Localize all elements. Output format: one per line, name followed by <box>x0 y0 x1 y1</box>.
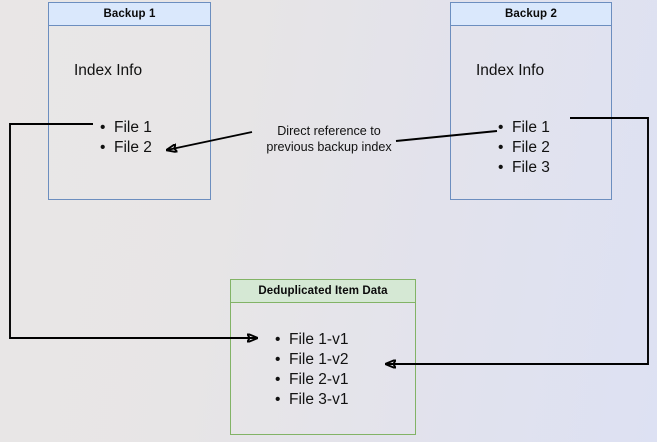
list-item: File 1 <box>100 118 152 138</box>
list-item: File 1 <box>498 118 550 138</box>
list-item: File 2 <box>100 138 152 158</box>
node-backup-1-header: Backup 1 <box>49 3 210 26</box>
backup-1-file-list: File 1 File 2 <box>100 118 152 158</box>
node-backup-2: Backup 2 Index Info File 1 File 2 File 3 <box>450 2 612 200</box>
list-item: File 2 <box>498 138 550 158</box>
node-backup-2-header: Backup 2 <box>451 3 611 26</box>
node-dedup-body: File 1-v1 File 1-v2 File 2-v1 File 3-v1 <box>231 303 415 434</box>
list-item: File 2-v1 <box>275 370 348 390</box>
annotation-direct-reference: Direct reference to previous backup inde… <box>248 124 410 155</box>
backup-2-index-info-label: Index Info <box>476 62 545 79</box>
list-item: File 1-v1 <box>275 330 348 350</box>
node-backup-2-body: Index Info File 1 File 2 File 3 <box>451 26 611 199</box>
dedup-item-list: File 1-v1 File 1-v2 File 2-v1 File 3-v1 <box>275 330 348 410</box>
node-backup-1: Backup 1 Index Info File 1 File 2 <box>48 2 211 200</box>
backup-2-file-list: File 1 File 2 File 3 <box>498 118 550 178</box>
node-dedup-header: Deduplicated Item Data <box>231 280 415 303</box>
node-backup-1-body: Index Info File 1 File 2 <box>49 26 210 199</box>
list-item: File 1-v2 <box>275 350 348 370</box>
backup-1-index-info-label: Index Info <box>74 62 143 79</box>
annotation-line-2: previous backup index <box>266 139 392 154</box>
list-item: File 3-v1 <box>275 390 348 410</box>
node-deduplicated-item-data: Deduplicated Item Data File 1-v1 File 1-… <box>230 279 416 435</box>
annotation-line-1: Direct reference to <box>277 124 381 138</box>
list-item: File 3 <box>498 158 550 178</box>
